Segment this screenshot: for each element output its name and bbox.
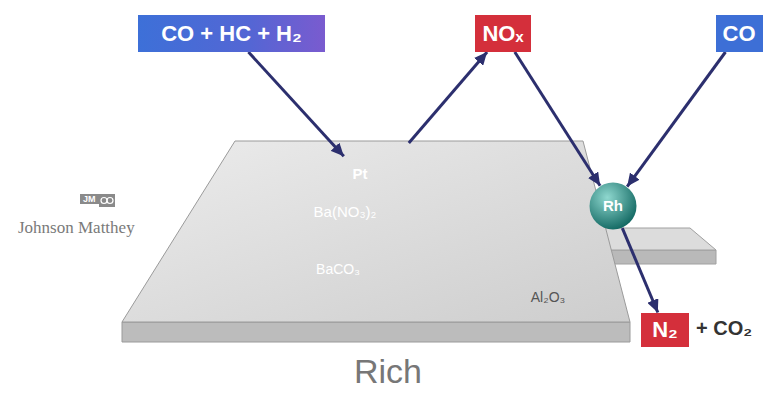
- reactant-box-label: CO + HC + H₂: [161, 21, 302, 46]
- product-box-label: N₂: [652, 317, 678, 342]
- barium-storage-disc: PtBa(NO₃)₂ BaCO₃: [198, 143, 482, 303]
- species-box: NOₓ: [475, 15, 531, 52]
- platinum-site-label: Pt: [353, 165, 368, 182]
- platinum-site: Pt: [336, 150, 384, 198]
- flow-arrow: [627, 52, 725, 187]
- species-box-label: NOₓ: [482, 21, 523, 46]
- stored-nitrate-label: Ba(NO₃)₂: [314, 203, 377, 220]
- rhodium-site: Rh: [589, 182, 637, 230]
- company-name: Johnson Matthey: [18, 218, 135, 238]
- logo-mark: JM: [80, 194, 99, 204]
- alumina-support-shape: [122, 140, 632, 343]
- reactant-box: CO + HC + H₂: [138, 15, 325, 52]
- alumina-support-label: Al₂O₃: [531, 289, 565, 305]
- alumina-support: PtBa(NO₃)₂ BaCO₃ Al₂O₃: [122, 140, 632, 343]
- carbonate-label: BaCO₃: [316, 261, 360, 277]
- barium-storage-disc-shape: [198, 143, 482, 303]
- product-box: N₂: [641, 313, 689, 347]
- flow-arrow: [409, 52, 487, 143]
- reactant-box-label: CO: [723, 21, 756, 46]
- mode-caption: Rich: [354, 352, 422, 391]
- logo-symbol: [99, 194, 115, 207]
- flow-arrow: [622, 228, 658, 312]
- rhodium-site-label: Rh: [603, 197, 623, 214]
- reactant-box: CO: [716, 15, 763, 52]
- product-label: + CO₂: [696, 317, 752, 340]
